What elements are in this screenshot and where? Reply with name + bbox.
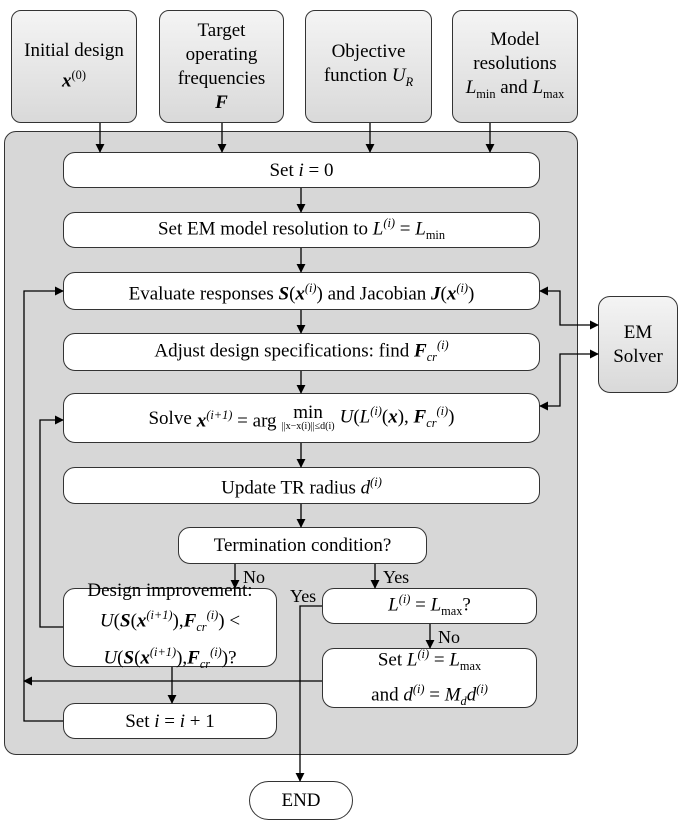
label-yes-lmax: Yes: [290, 586, 317, 606]
step-evaluate-responses: Evaluate responses S(x(i)) and Jacobian …: [63, 272, 540, 310]
step-increment-i: Set i = i + 1: [63, 703, 277, 739]
step-solve-subproblem: Solve x(i+1) = arg min||x−x(i)||≤d(i) U(…: [63, 393, 540, 443]
target-line1: Target: [197, 19, 246, 41]
em-solver-line2: Solver: [613, 345, 663, 367]
model-line2: resolutions: [473, 52, 557, 74]
model-line1: Model: [490, 28, 540, 50]
step-adjust-specifications: Adjust design specifications: find Fcr(i…: [63, 333, 540, 371]
objective-line1: Objective: [331, 40, 406, 62]
label-no-lmax: No: [438, 627, 460, 647]
input-model-resolutions: Model resolutions Lmin and Lmax: [452, 10, 578, 123]
model-line3: Lmin and Lmax: [465, 76, 565, 101]
label-yes-termination: Yes: [383, 567, 410, 587]
set-lmax-line1: Set L(i) = Lmax: [377, 646, 482, 673]
step-update-tr-radius: Update TR radius d(i): [63, 467, 540, 504]
label-no-termination: No: [243, 567, 265, 587]
step-set-em-resolution: Set EM model resolution to L(i) = Lmin: [63, 212, 540, 248]
em-solver-line1: EM: [623, 321, 653, 343]
input-objective-function: Objective function UR: [305, 10, 432, 123]
design-improvement-lhs: U(S(x(i+1)),Fcr(i)) <: [99, 608, 241, 635]
target-symbol: F: [215, 91, 228, 113]
decision-l-equals-lmax: L(i) = Lmax?: [322, 588, 537, 624]
em-solver-box: EM Solver: [598, 296, 678, 393]
input-target-frequencies: Target operating frequencies F: [159, 10, 284, 123]
end-label: END: [281, 789, 321, 811]
objective-line2: function UR: [323, 64, 414, 89]
end-terminal: END: [249, 781, 353, 820]
step-set-i-zero: Set i = 0: [63, 152, 540, 188]
decision-design-improvement: Design improvement: U(S(x(i+1)),Fcr(i)) …: [63, 580, 277, 671]
design-improvement-title: Design improvement:: [87, 580, 253, 602]
target-line3: frequencies: [177, 67, 266, 89]
set-lmax-line2: and d(i) = Mdd(i): [371, 682, 488, 709]
input-initial-design: Initial design x(0): [11, 10, 137, 123]
initial-design-symbol: x(0): [62, 68, 86, 92]
initial-design-label: Initial design: [24, 40, 124, 62]
step-set-lmax: Set L(i) = Lmax and d(i) = Mdd(i): [322, 647, 537, 708]
target-line2: operating: [185, 43, 258, 65]
design-improvement-rhs: U(S(x(i+1)),Fcr(i))?: [103, 644, 237, 671]
decision-termination-condition: Termination condition?: [178, 527, 427, 564]
